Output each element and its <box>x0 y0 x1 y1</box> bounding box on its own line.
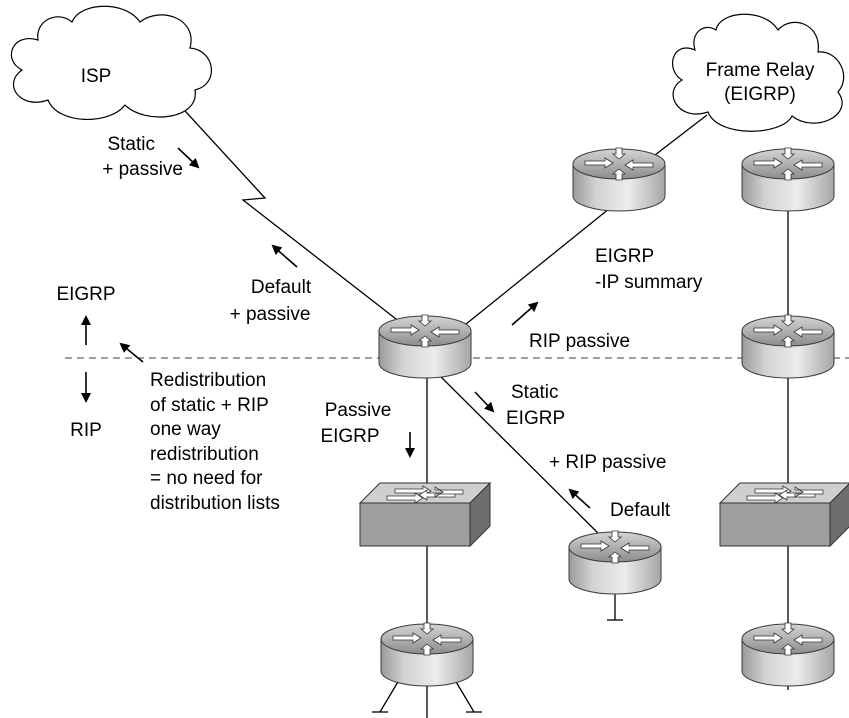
router-right-bottom <box>741 622 835 687</box>
router-hub <box>378 314 472 379</box>
redistribution-note-2: of static + RIP <box>150 395 269 416</box>
arrow-static-eigrp <box>474 391 495 413</box>
frame-relay-cloud: Frame Relay (EIGRP) <box>672 13 845 132</box>
label-default-passive-1: Default <box>251 277 312 298</box>
label-default-stub: Default <box>610 500 671 521</box>
label-rip-passive: RIP passive <box>529 331 630 352</box>
legend-rip: RIP <box>70 420 102 441</box>
frame-relay-label-line2: (EIGRP) <box>724 84 796 105</box>
label-static-passive-2: + passive <box>102 159 183 180</box>
switch-right <box>719 482 849 547</box>
labels: Static + passive Default + passive EIGRP… <box>56 134 702 521</box>
label-eigrp-summary-1: EIGRP <box>595 246 654 267</box>
router-frame-relay-right <box>741 147 835 212</box>
router-stub <box>568 530 662 595</box>
label-eigrp-summary-2: -IP summary <box>595 272 703 293</box>
label-static-eigrp-1: Static <box>511 382 559 403</box>
redistribution-note-1: Redistribution <box>150 370 266 391</box>
router-right-middle <box>741 314 835 379</box>
serial-link-isp <box>174 99 424 341</box>
legend-eigrp: EIGRP <box>56 284 115 305</box>
arrow-eigrp-summary <box>511 301 539 326</box>
label-default-passive-2: + passive <box>230 304 311 325</box>
redistribution-note-3: one way <box>150 419 221 440</box>
redistribution-note-4: redistribution <box>150 444 259 465</box>
isp-cloud: ISP <box>10 5 212 121</box>
redistribution-note-5: = no need for <box>150 468 263 489</box>
isp-label: ISP <box>81 66 112 87</box>
link-hub-to-stub-router <box>431 367 611 546</box>
router-frame-relay-left <box>572 147 666 212</box>
redistribution-note-6: distribution lists <box>150 493 280 514</box>
frame-relay-label-line1: Frame Relay <box>706 60 815 81</box>
router-bottom-leaf <box>380 622 474 687</box>
arrow-static-passive <box>177 147 200 169</box>
arrows <box>81 147 591 509</box>
link-hub-to-frame-relay-router <box>439 199 621 346</box>
switch-center <box>359 482 491 547</box>
arrow-default-stub <box>568 488 591 509</box>
label-plus-rip-passive: + RIP passive <box>549 452 666 473</box>
label-static-eigrp-2: EIGRP <box>506 408 565 429</box>
label-passive-eigrp-1: Passive <box>325 400 392 421</box>
arrow-default-passive <box>271 244 298 268</box>
link-frame-relay-cloud <box>654 114 708 156</box>
label-passive-eigrp-2: EIGRP <box>320 426 379 447</box>
arrow-redistribution <box>119 342 144 363</box>
label-static-passive-1: Static <box>107 134 155 155</box>
